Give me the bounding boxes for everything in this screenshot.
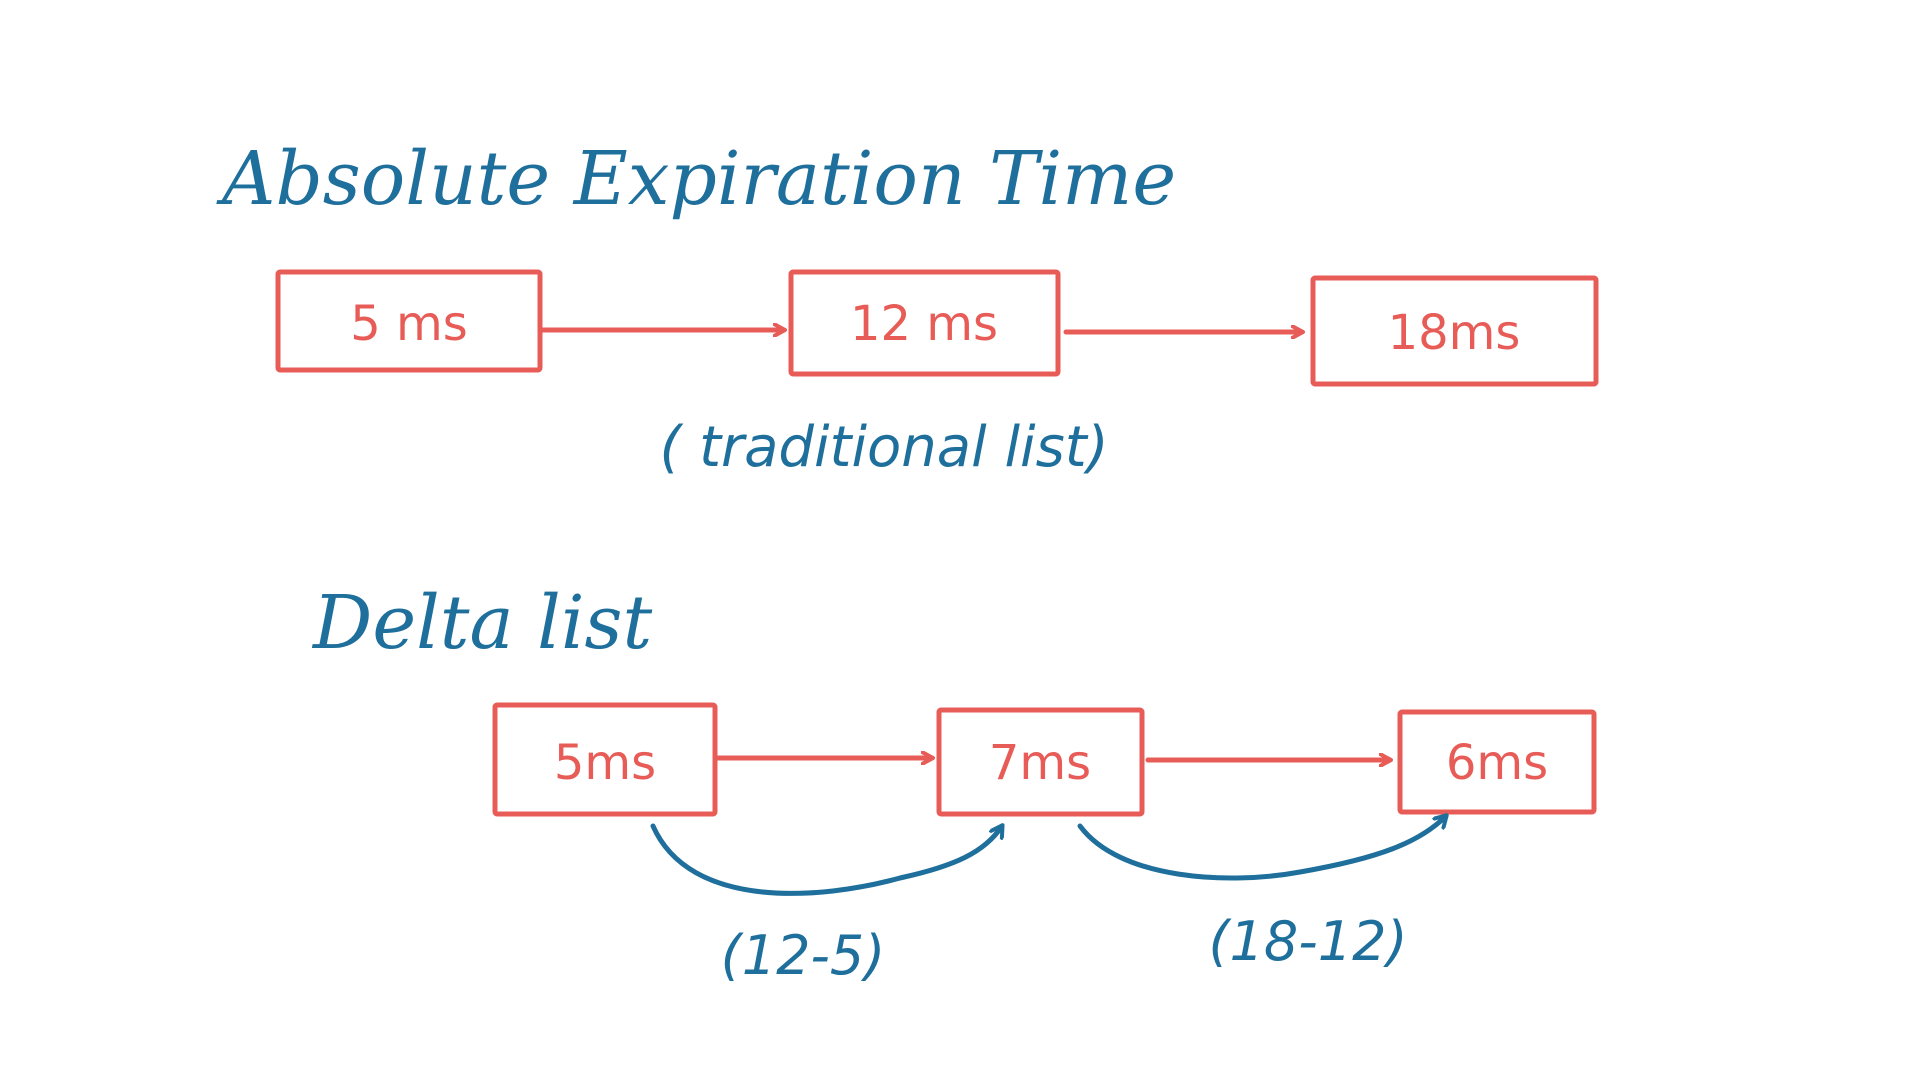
delta-node-1-box [492,702,718,817]
delta-section-title: Delta list [311,580,652,666]
delta-node-1-label: 5ms [554,735,656,791]
delta-label-1: (12-5) [721,924,886,987]
delta-node-3-label: 6ms [1446,735,1548,791]
delta-curve-2 [1077,816,1446,881]
delta-curve-1 [650,826,1002,896]
absolute-caption: ( traditional list) [659,415,1108,480]
absolute-node-1-box [275,269,543,373]
absolute-node-1: 5 ms [275,269,543,373]
delta-node-2: 7ms [936,707,1145,817]
delta-node-2-label: 7ms [989,735,1091,791]
absolute-node-2-label: 12 ms [850,296,998,352]
absolute-node-1-label: 5 ms [350,296,468,352]
absolute-node-3-box [1310,275,1599,387]
absolute-section-title: Absolute Expiration Time [216,136,1176,222]
absolute-node-3-label: 18ms [1388,305,1521,361]
absolute-node-3: 18ms [1310,275,1599,387]
delta-label-2: (18-12) [1208,910,1407,973]
delta-node-3: 6ms [1397,709,1597,815]
absolute-node-2: 12 ms [788,269,1061,377]
delta-node-3-box [1397,709,1597,815]
absolute-node-2-box [788,269,1061,377]
delta-node-2-box [936,707,1145,817]
delta-node-1: 5ms [492,702,718,817]
